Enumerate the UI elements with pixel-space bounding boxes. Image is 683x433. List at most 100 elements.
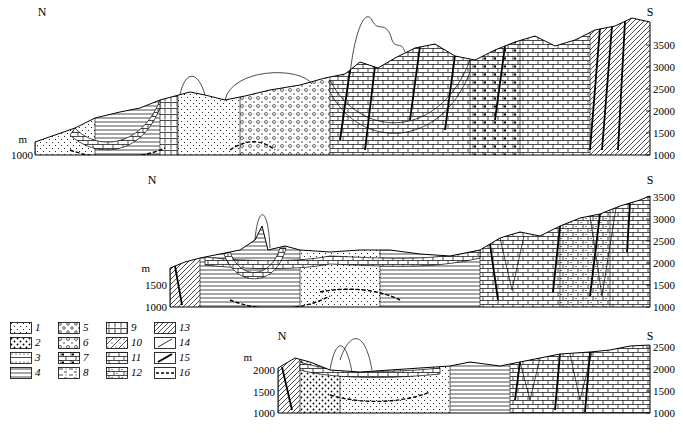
legend-swatch	[10, 367, 32, 379]
boundary-line	[330, 392, 430, 401]
rock-unit	[35, 0, 95, 157]
limestone-layer	[300, 362, 440, 377]
fault-line	[495, 46, 505, 120]
fault-line	[590, 28, 600, 150]
rock-unit	[450, 0, 510, 415]
fault-line	[410, 46, 420, 120]
boundary-line	[70, 148, 165, 157]
fold-trace	[255, 215, 270, 248]
legend-number: 14	[179, 336, 190, 349]
fault-line	[365, 66, 375, 150]
fault-line	[282, 367, 292, 410]
legend-swatch	[154, 337, 176, 349]
orientation-label: N	[38, 6, 47, 18]
elevation-label: 3500	[653, 39, 675, 51]
axis-tick	[646, 45, 650, 46]
axis-tick	[646, 197, 650, 198]
legend-swatch	[106, 367, 128, 379]
elevation-label: 1000	[253, 407, 275, 419]
elevation-label: 2500	[653, 83, 675, 95]
rock-unit	[470, 0, 520, 157]
rock-unit	[560, 0, 610, 309]
orientation-label: S	[647, 174, 654, 186]
fault-line	[175, 266, 182, 305]
legend-number: 13	[179, 321, 190, 334]
legend-swatch	[58, 352, 80, 364]
elevation-label: 2000	[653, 105, 675, 117]
limestone-layer	[70, 100, 160, 150]
elevation-label: 3000	[653, 213, 675, 225]
unit-label: m	[18, 133, 27, 145]
legend-number: 12	[131, 366, 142, 379]
elevation-label: 1000	[653, 407, 675, 419]
fold-trace	[340, 339, 372, 370]
elevation-label: 3000	[653, 61, 675, 73]
axis-tick	[646, 133, 650, 134]
legend-number: 9	[131, 321, 137, 334]
elevation-label: 2500	[653, 235, 675, 247]
elevation-label: 2500	[653, 341, 675, 353]
unit-label: m	[243, 351, 252, 363]
limestone-layer	[224, 248, 286, 279]
section-panel	[35, 0, 650, 157]
legend-number: 8	[83, 366, 89, 379]
axis-tick	[646, 111, 650, 112]
legend-swatch	[58, 322, 80, 334]
fault-line	[340, 70, 350, 140]
rock-unit	[160, 0, 178, 157]
legend-number: 7	[83, 351, 89, 364]
elevation-label: 1000	[653, 301, 675, 313]
axis-tick	[646, 89, 650, 90]
legend-number: 16	[179, 366, 190, 379]
elevation-label: 2000	[253, 364, 275, 376]
rock-unit	[340, 0, 450, 415]
legend-swatch	[58, 367, 80, 379]
fold-trace	[500, 236, 524, 290]
elevation-label: 2000	[653, 363, 675, 375]
orientation-label: S	[647, 330, 654, 342]
legend-number: 10	[131, 336, 142, 349]
legend-number: 2	[35, 336, 41, 349]
legend-swatch	[154, 352, 176, 364]
fault-line	[555, 354, 560, 410]
legend-number: 5	[83, 321, 89, 334]
rock-unit	[178, 0, 240, 157]
axis-tick	[646, 413, 650, 414]
legend-number: 1	[35, 321, 41, 334]
legend-swatch	[58, 337, 80, 349]
elevation-label: 1500	[253, 386, 275, 398]
orientation-label: S	[647, 6, 654, 18]
axis-tick	[646, 391, 650, 392]
legend-swatch	[106, 352, 128, 364]
elevation-label: 1500	[145, 279, 167, 291]
fault-line	[585, 352, 590, 412]
legend-swatch	[106, 337, 128, 349]
section-outline	[170, 196, 650, 307]
orientation-label: N	[278, 330, 287, 342]
legend-number: 11	[131, 351, 141, 364]
axis-tick	[646, 307, 650, 308]
legend-number: 4	[35, 366, 41, 379]
rock-unit	[170, 0, 200, 309]
elevation-label: 3500	[653, 191, 675, 203]
legend-swatch	[10, 352, 32, 364]
orientation-label: N	[148, 174, 157, 186]
fold-trace	[225, 73, 312, 100]
axis-tick	[646, 155, 650, 156]
legend-swatch	[106, 322, 128, 334]
rock-unit	[480, 0, 560, 309]
axis-tick	[646, 219, 650, 220]
fault-line	[553, 226, 560, 292]
fault-line	[602, 26, 612, 150]
legend-number: 15	[179, 351, 190, 364]
axis-tick	[646, 285, 650, 286]
fault-line	[627, 203, 630, 252]
rock-unit	[278, 0, 300, 415]
elevation-label: 1000	[145, 301, 167, 313]
elevation-label: 2000	[653, 257, 675, 269]
axis-tick	[646, 347, 650, 348]
elevation-label: 1500	[653, 127, 675, 139]
rock-unit	[240, 0, 330, 157]
legend-swatch	[154, 322, 176, 334]
